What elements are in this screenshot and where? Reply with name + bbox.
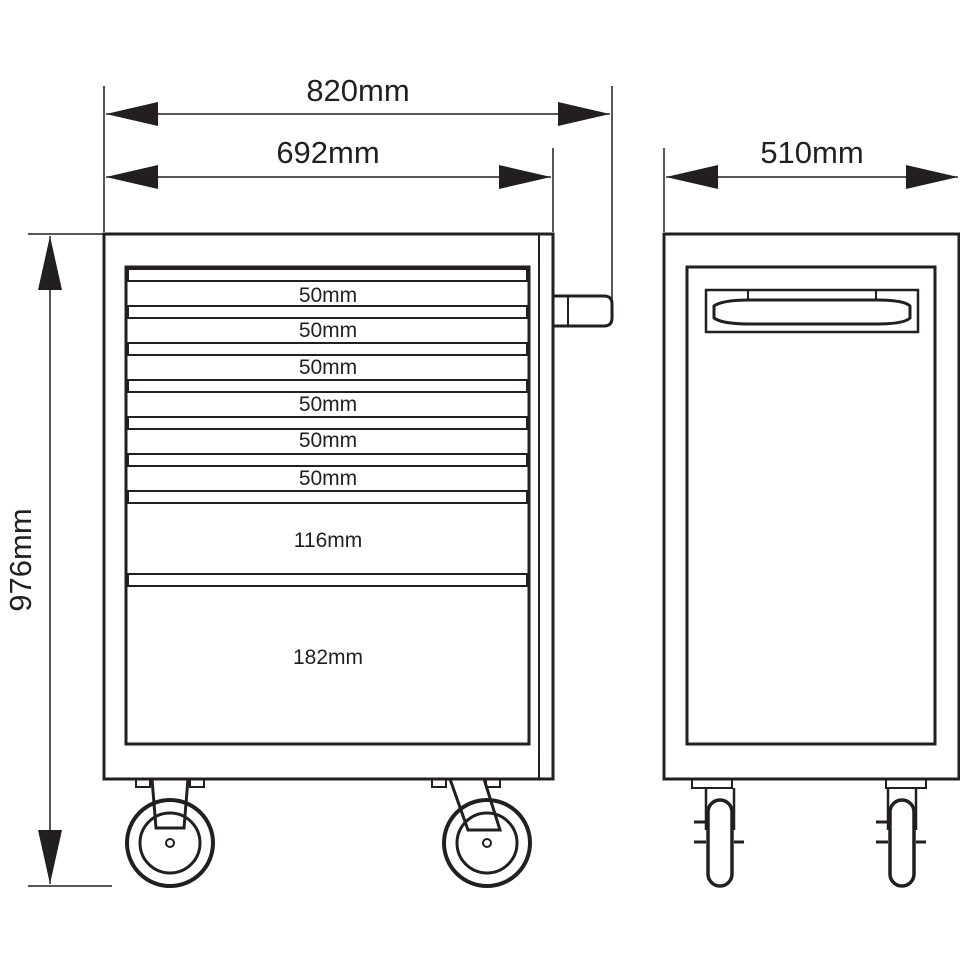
castor-front-left <box>125 778 215 888</box>
label-height: 976mm <box>3 508 38 611</box>
drawer-7-label: 116mm <box>294 529 362 552</box>
label-body-width: 692mm <box>276 135 379 170</box>
drawer-6-label: 50mm <box>299 467 357 490</box>
drawer-8-label: 182mm <box>293 646 363 669</box>
dimension-labels: 820mm 692mm 510mm 976mm <box>3 73 864 612</box>
drawer-3-label: 50mm <box>299 356 357 379</box>
side-view <box>662 232 960 888</box>
drawer-rails <box>127 268 528 587</box>
label-depth: 510mm <box>760 135 863 170</box>
drawer-5-label: 50mm <box>299 429 357 452</box>
castor-side-left <box>694 788 744 888</box>
side-handle <box>553 294 614 328</box>
side-view-handle <box>704 288 920 334</box>
drawer-2-label: 50mm <box>299 319 357 342</box>
drawer-4-label: 50mm <box>299 393 357 416</box>
dimension-lines <box>28 86 958 887</box>
drawer-1-label: 50mm <box>299 284 357 307</box>
castor-front-right <box>442 778 532 888</box>
front-view <box>102 232 614 888</box>
label-overall-width: 820mm <box>306 73 409 108</box>
castor-side-right <box>876 788 926 888</box>
drawer-labels: 50mm 50mm 50mm 50mm 50mm 50mm 116mm 182m… <box>293 284 363 669</box>
